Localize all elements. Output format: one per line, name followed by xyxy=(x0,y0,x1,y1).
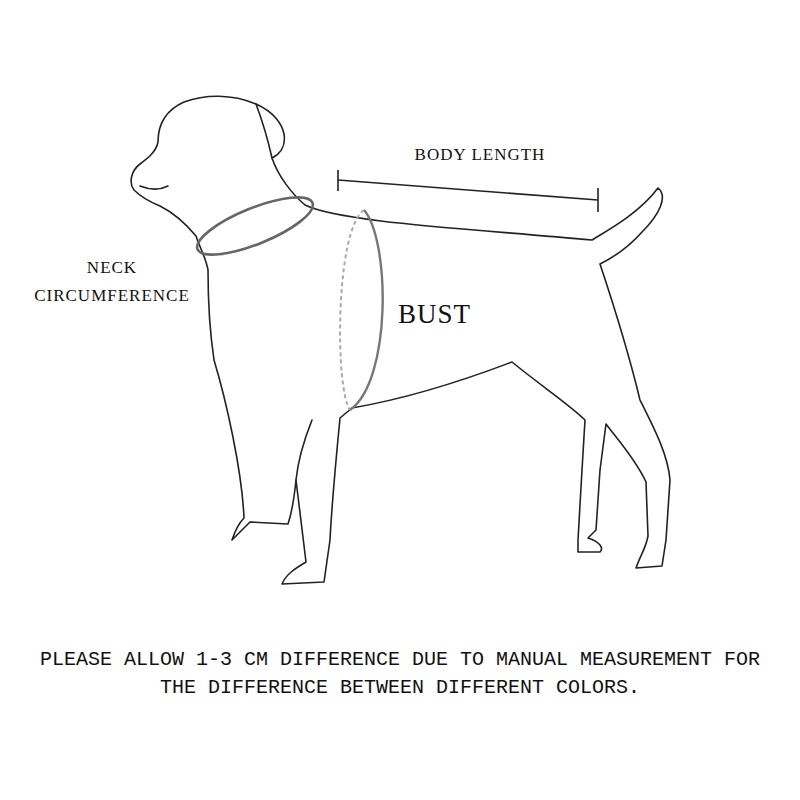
mouth-line xyxy=(140,186,168,189)
dog-outline xyxy=(131,96,670,584)
bust-ring-back xyxy=(340,210,364,410)
dimension-label: NECK CIRCUMFERENCE xyxy=(22,254,202,310)
bust-ring-front xyxy=(350,210,383,410)
front-leg-inner xyxy=(296,420,312,480)
dimension-label: BODY LENGTH xyxy=(380,144,580,166)
note-caption: PLEASE ALLOW 1-3 CM DIFFERENCE DUE TO MA… xyxy=(16,646,784,702)
ear-line xyxy=(256,104,272,158)
dimension-label: BUST xyxy=(398,298,498,330)
neck-ring xyxy=(191,186,319,266)
body-length-line xyxy=(338,170,598,212)
